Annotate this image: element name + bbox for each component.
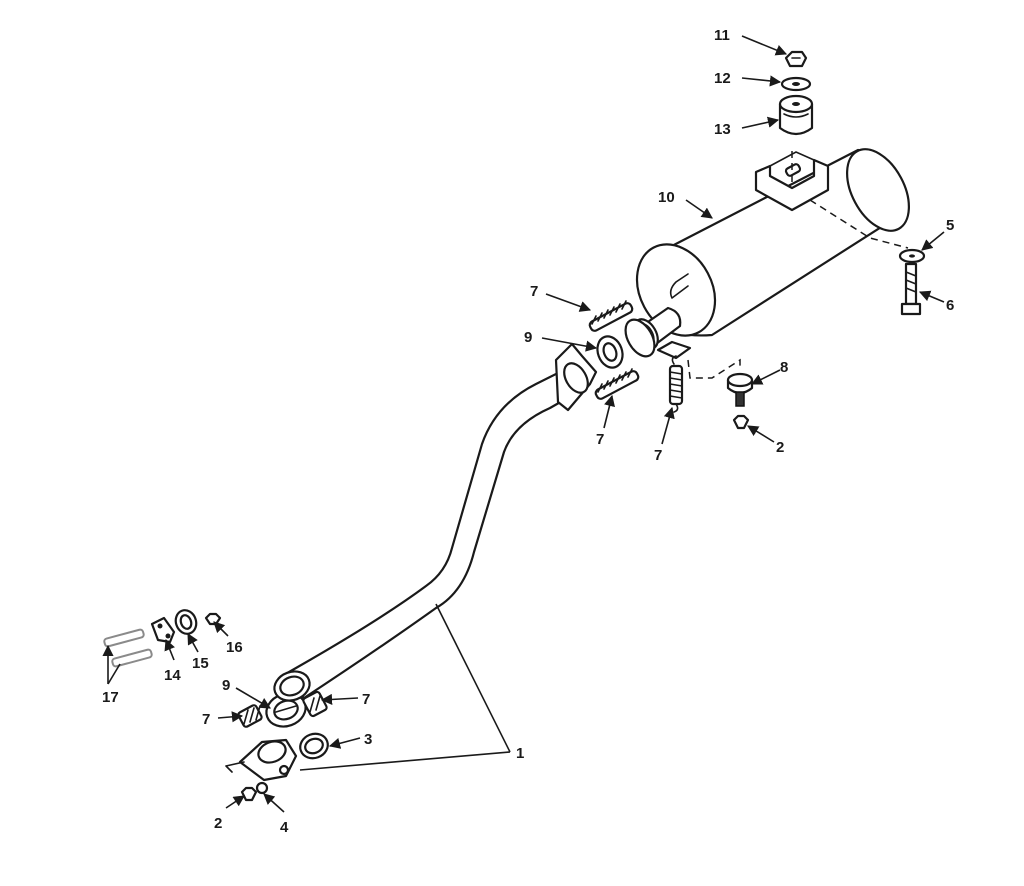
alignment-line-side <box>809 199 909 249</box>
nut-11 <box>784 50 808 68</box>
callout-7-upper-a: 7 <box>530 283 538 300</box>
studs-17 <box>103 628 153 668</box>
washer-4 <box>255 781 269 795</box>
plate-14 <box>150 616 176 644</box>
rubber-mount-13 <box>778 94 814 136</box>
callout-4: 4 <box>280 819 289 836</box>
ring-muffler-inlet <box>624 318 656 358</box>
gasket-9-lower <box>265 692 307 728</box>
washer-5 <box>898 248 926 264</box>
callout-2-upper: 2 <box>776 439 784 456</box>
gasket-3 <box>299 732 329 760</box>
callout-8: 8 <box>780 359 788 376</box>
callout-16: 16 <box>226 639 243 656</box>
flange-ring-lower <box>273 670 311 702</box>
callout-9-lower: 9 <box>222 677 230 694</box>
nut-2-lower <box>240 786 258 802</box>
callout-13: 13 <box>714 121 731 138</box>
spring-7-upper-b <box>594 368 640 400</box>
callout-10: 10 <box>658 189 675 206</box>
callout-7-lower-a: 7 <box>202 711 210 728</box>
spring-7-upper-c <box>668 355 684 413</box>
muffler <box>635 148 910 337</box>
callout-6: 6 <box>946 297 954 314</box>
callout-9-upper: 9 <box>524 329 532 346</box>
alignment-line-bottom <box>687 358 741 379</box>
callout-7-upper-c: 7 <box>654 447 662 464</box>
exhaust-pipe <box>280 342 598 700</box>
washer-12 <box>780 76 812 92</box>
gasket-9-upper <box>596 335 624 369</box>
gasket-15 <box>174 609 198 635</box>
callout-7-upper-b: 7 <box>596 431 604 448</box>
callout-7-lower-b: 7 <box>362 691 370 708</box>
spring-7-upper-a <box>588 300 634 332</box>
callout-14: 14 <box>164 667 181 684</box>
bolt-6 <box>900 262 922 316</box>
exhaust-flange-lower <box>225 738 298 782</box>
callout-1: 1 <box>516 745 524 762</box>
leader-lines <box>102 35 945 813</box>
callout-3: 3 <box>364 731 372 748</box>
callout-12: 12 <box>714 70 731 87</box>
callout-11: 11 <box>714 27 730 44</box>
callout-5: 5 <box>946 217 954 234</box>
callout-labels: 11 12 13 10 5 6 8 2 7 9 7 7 1 3 7 7 9 2 … <box>102 27 954 836</box>
callout-17: 17 <box>102 689 119 706</box>
nut-16 <box>204 612 222 626</box>
nut-2-upper <box>732 414 750 430</box>
rubber-mount-8 <box>726 372 754 407</box>
callout-2-lower: 2 <box>214 815 222 832</box>
callout-15: 15 <box>192 655 209 672</box>
